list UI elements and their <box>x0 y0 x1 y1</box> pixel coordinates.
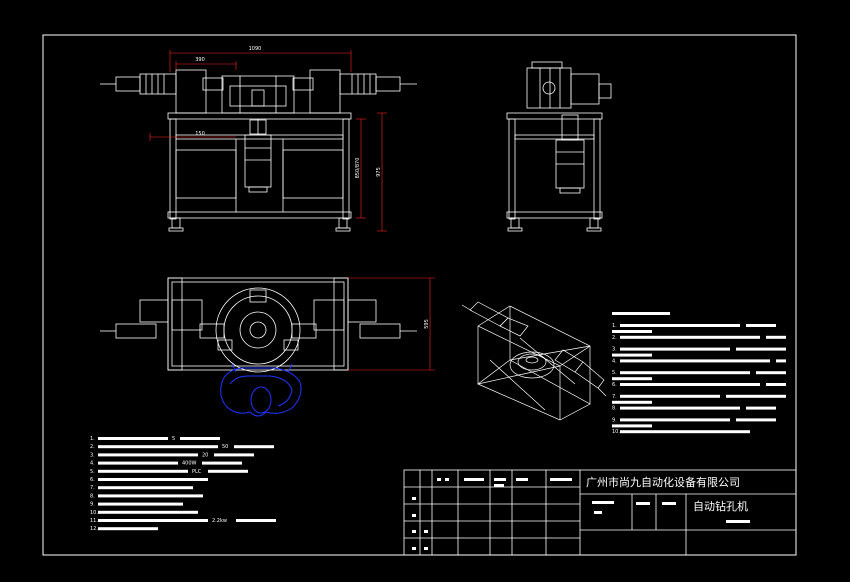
note-number: 1. <box>90 436 95 442</box>
dim-inner-offset: 150 <box>195 131 205 137</box>
note-right-line: 1. <box>612 323 776 333</box>
note-number: 7. <box>612 394 617 400</box>
note-number: 5. <box>612 370 617 376</box>
note-number: 7. <box>90 485 95 491</box>
note-left-line: 7. <box>90 485 193 491</box>
note-right-line: 3. <box>612 347 786 357</box>
note-value: 5 <box>172 436 175 442</box>
note-number: 8. <box>90 493 95 499</box>
note-right-line: 8. <box>612 406 776 412</box>
dim-plan-depth: 595 <box>424 319 430 329</box>
note-number: 9. <box>612 417 617 423</box>
company-name: 广州市尚九自动化设备有限公司 <box>586 475 740 489</box>
note-left-line: 11. 2.2kw <box>90 518 276 524</box>
side-view <box>506 61 612 232</box>
dim-table-height: 850/870 <box>355 158 361 179</box>
note-right-line: 7. <box>612 394 786 404</box>
note-number: 2. <box>90 444 95 450</box>
title-block-fillers <box>412 478 750 550</box>
note-left-line: 1.5 <box>90 436 220 442</box>
note-number: 6. <box>90 477 95 483</box>
note-left-line: 8. <box>90 493 203 499</box>
notes-right: 1. 2. 3. 4. 5. 6. 7. 8. 9. 10. <box>612 312 786 435</box>
front-dimension-labels: 1090 390 150 850/870 975 <box>195 46 382 178</box>
operator-figure <box>220 363 302 417</box>
note-right-line: 2. <box>612 335 786 341</box>
note-value: 2.2kw <box>212 518 227 524</box>
front-dimensions <box>149 50 387 232</box>
drawing-name: 自动钻孔机 <box>693 499 748 513</box>
note-left-line: 10. <box>90 510 198 516</box>
note-value: 50 <box>222 444 228 450</box>
note-right-line: 10. <box>612 429 750 435</box>
note-number: 4. <box>612 358 617 364</box>
note-number: 5. <box>90 469 95 475</box>
notes-left: 1.52.503.204.400W5.PLC6.7.8.9.10.11.2.2k… <box>90 436 276 532</box>
note-value: 400W <box>182 461 197 467</box>
note-right-line: 6. <box>612 382 786 388</box>
plan-dimensions <box>348 277 435 371</box>
note-left-line: 5. PLC <box>90 469 248 475</box>
note-left-line: 6. <box>90 477 208 483</box>
note-left-line: 2.50 <box>90 444 274 450</box>
note-number: 10. <box>612 429 620 435</box>
note-right-line: 9. <box>612 417 776 428</box>
note-value: PLC <box>192 469 202 475</box>
note-left-line: 3.20 <box>90 452 254 458</box>
note-number: 8. <box>612 406 617 412</box>
note-left-line: 12. <box>90 526 158 532</box>
note-right-line: 4. <box>612 358 786 364</box>
dim-overall-height: 975 <box>376 167 382 177</box>
dim-partial-width: 390 <box>195 57 205 63</box>
plan-view <box>100 277 417 373</box>
note-right-line: 5. <box>612 370 786 381</box>
note-number: 6. <box>612 382 617 388</box>
note-number: 12. <box>90 526 98 532</box>
note-number: 9. <box>90 502 95 508</box>
note-value: 20 <box>202 452 208 458</box>
note-number: 3. <box>612 347 617 353</box>
note-left-line: 9. <box>90 502 183 508</box>
title-block <box>403 469 797 556</box>
dim-overall-width: 1090 <box>249 46 262 52</box>
note-left-line: 4. 400W <box>90 461 242 467</box>
note-number: 3. <box>90 452 95 458</box>
note-number: 10. <box>90 510 98 516</box>
isometric-view <box>461 301 607 421</box>
note-number: 4. <box>90 461 95 467</box>
note-number: 1. <box>612 323 617 329</box>
note-number: 2. <box>612 335 617 341</box>
front-view <box>100 69 417 232</box>
note-number: 11. <box>90 518 98 524</box>
